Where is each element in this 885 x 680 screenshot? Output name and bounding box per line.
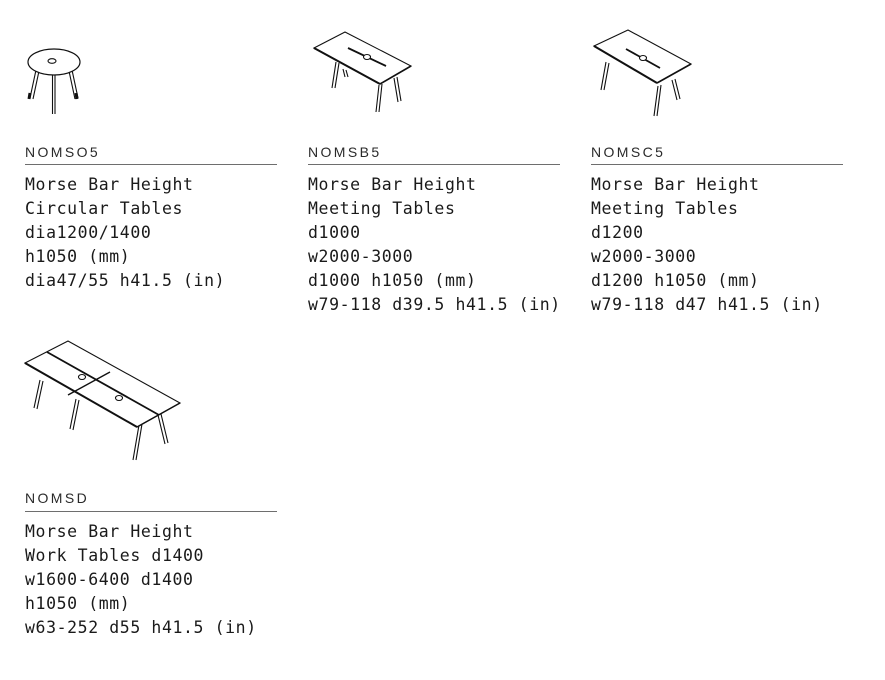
spec-line: w63-252 d55 h41.5 (in) [25, 618, 257, 637]
spec-line: Circular Tables [25, 199, 184, 218]
spec-line: Morse Bar Height [308, 175, 477, 194]
spec-line: h1050 (mm) [25, 594, 131, 613]
spec-line: Morse Bar Height [25, 522, 194, 541]
spec-line: Morse Bar Height [25, 175, 194, 194]
product-code: NOMSC5 [591, 144, 666, 160]
rectangular-meeting-table-icon [312, 31, 413, 120]
spec-line: h1050 (mm) [25, 247, 131, 266]
divider [25, 164, 277, 165]
divider [308, 164, 560, 165]
spec-line: d1000 [308, 223, 361, 242]
spec-line: d1000 h1050 (mm) [308, 271, 477, 290]
bench-work-table-icon [23, 340, 183, 466]
spec-line: w2000-3000 [591, 247, 697, 266]
spec-line: w79-118 d47 h41.5 (in) [591, 295, 823, 314]
round-bar-table-icon [25, 46, 85, 118]
spec-line: Meeting Tables [591, 199, 739, 218]
spec-line: Meeting Tables [308, 199, 456, 218]
divider [25, 511, 277, 512]
product-code: NOMSO5 [25, 144, 101, 160]
spec-line: d1200 [591, 223, 644, 242]
product-code: NOMSB5 [308, 144, 382, 160]
spec-list: Morse Bar Height Meeting Tables d1000 w2… [308, 173, 561, 317]
spec-line: w1600-6400 d1400 [25, 570, 194, 589]
spec-line: w2000-3000 [308, 247, 414, 266]
spec-line: d1200 h1050 (mm) [591, 271, 760, 290]
spec-line: dia47/55 h41.5 (in) [25, 271, 226, 290]
divider [591, 164, 843, 165]
spec-list: Morse Bar Height Work Tables d1400 w1600… [25, 520, 257, 640]
spec-line: Morse Bar Height [591, 175, 760, 194]
spec-line: Work Tables d1400 [25, 546, 205, 565]
spec-list: Morse Bar Height Circular Tables dia1200… [25, 173, 225, 293]
spec-list: Morse Bar Height Meeting Tables d1200 w2… [591, 173, 823, 317]
rectangular-meeting-table-icon [591, 29, 693, 120]
product-code: NOMSD [25, 490, 90, 506]
spec-line: dia1200/1400 [25, 223, 152, 242]
spec-line: w79-118 d39.5 h41.5 (in) [308, 295, 561, 314]
